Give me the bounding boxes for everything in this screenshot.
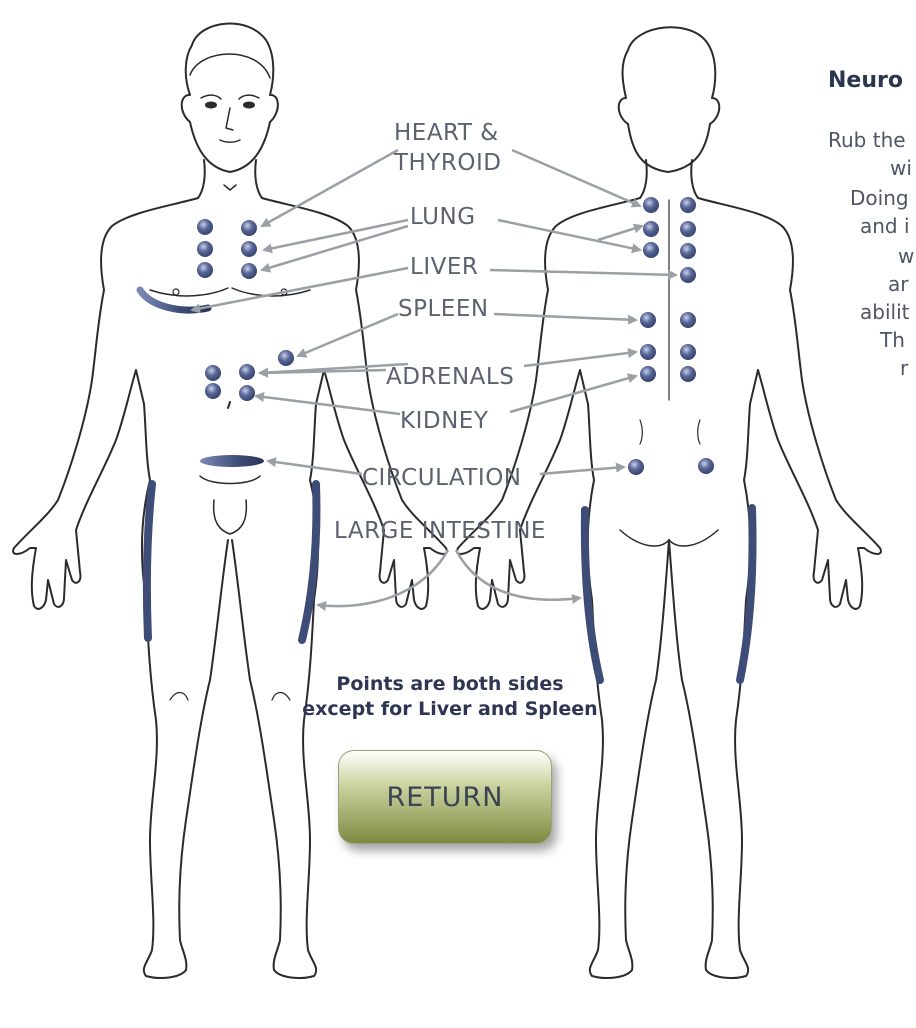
side-panel-line: r [900, 356, 909, 380]
li-front-left-bar [142, 480, 156, 642]
point [241, 241, 257, 257]
side-panel-line: Rub the [828, 128, 906, 152]
label-adrenals: ADRENALS [386, 364, 515, 390]
point [197, 241, 213, 257]
liver-front-bar [136, 286, 212, 314]
point [278, 350, 294, 366]
point [643, 242, 659, 258]
side-panel-line: w [898, 244, 915, 268]
point [239, 364, 255, 380]
note-line-2: except for Liver and Spleen [302, 698, 598, 720]
side-panel-line: ar [888, 272, 909, 296]
label-heart-thyroid-line1: HEART & [394, 120, 499, 146]
li-back-left-bar [580, 506, 604, 684]
point [241, 263, 257, 279]
point [680, 344, 696, 360]
point [643, 197, 659, 213]
point [680, 312, 696, 328]
label-circulation: CIRCULATION [362, 465, 522, 491]
label-liver: LIVER [410, 254, 479, 280]
point [205, 383, 221, 399]
label-large-intestine: LARGE INTESTINE [334, 518, 546, 544]
point [197, 262, 213, 278]
point [680, 221, 696, 237]
label-spleen: SPLEEN [398, 296, 489, 322]
note-line-1: Points are both sides [336, 673, 564, 695]
return-button[interactable]: RETURN [338, 750, 552, 844]
point [640, 344, 656, 360]
point [205, 365, 221, 381]
point [680, 243, 696, 259]
side-panel-line: abilit [860, 300, 910, 324]
point [643, 221, 659, 237]
point [197, 219, 213, 235]
side-panel-line: wi [890, 156, 912, 180]
point [239, 385, 255, 401]
label-kidney: KIDNEY [400, 408, 489, 434]
side-panel-line: Th [880, 328, 905, 352]
point [628, 459, 644, 475]
pointer-arrows [190, 148, 678, 611]
side-panel-title: Neuro [828, 68, 903, 93]
point [680, 267, 696, 283]
label-heart-thyroid-line2: THYROID [394, 150, 502, 176]
reflex-points [197, 197, 714, 475]
point [680, 197, 696, 213]
point [680, 366, 696, 382]
point [241, 220, 257, 236]
label-lung: LUNG [410, 204, 476, 230]
li-front-right-bar [298, 480, 321, 644]
point [698, 458, 714, 474]
circulation-front-bar [200, 455, 264, 467]
reflex-bars [136, 286, 757, 684]
point [640, 366, 656, 382]
side-panel-line: and i [860, 214, 910, 238]
side-panel-line: Doing [850, 186, 909, 210]
li-back-right-bar [736, 504, 757, 684]
note-both-sides: Points are both sides except for Liver a… [280, 672, 620, 722]
point [640, 312, 656, 328]
